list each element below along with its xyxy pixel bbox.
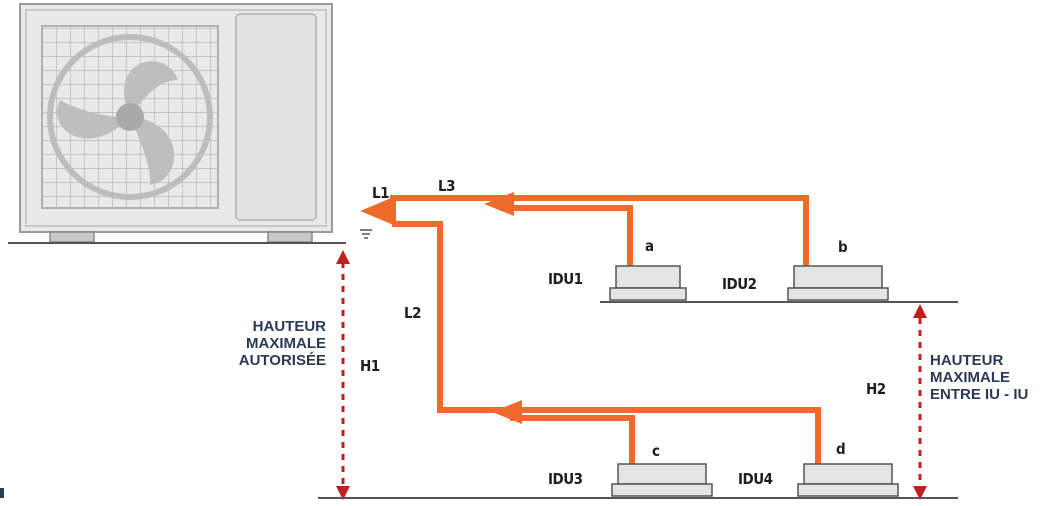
height-dimension-h1 <box>336 250 350 500</box>
fan-grille <box>41 25 219 209</box>
label-idu3: IDU3 <box>548 470 583 488</box>
label-h1: H1 <box>360 357 380 375</box>
label-l2: L2 <box>404 304 422 322</box>
fan-blades-icon <box>57 61 178 185</box>
label-b: b <box>838 238 848 256</box>
pipe-l3-to-idu2 <box>390 195 809 268</box>
indoor-unit-idu4 <box>797 463 899 497</box>
pipe-arrows <box>360 192 522 424</box>
ground-symbol-icon <box>360 229 372 239</box>
caption-max-height-between-units: HAUTEUR MAXIMALE ENTRE IU - IU <box>930 352 1029 403</box>
label-l1: L1 <box>372 184 390 202</box>
corner-mark <box>0 488 4 498</box>
label-l3: L3 <box>438 177 456 195</box>
label-d: d <box>836 440 846 458</box>
label-h2: H2 <box>866 380 886 398</box>
pipe-branch-idu1 <box>500 205 633 268</box>
outdoor-unit <box>19 3 333 243</box>
indoor-unit-idu1 <box>609 265 687 301</box>
refrigerant-pipes <box>390 195 821 466</box>
pipe-l2-to-idu4 <box>392 221 821 466</box>
label-c: c <box>652 442 660 460</box>
label-idu2: IDU2 <box>722 275 757 293</box>
pipe-branch-idu3 <box>510 415 635 466</box>
caption-max-height-allowed: HAUTEUR MAXIMALE AUTORISÉE <box>238 318 326 369</box>
indoor-unit-idu3 <box>611 463 713 497</box>
arrow-l1-icon <box>360 196 396 226</box>
indoor-unit-idu2 <box>787 265 889 301</box>
label-idu4: IDU4 <box>738 470 773 488</box>
label-idu1: IDU1 <box>548 270 583 288</box>
arrow-lower-branch-icon <box>492 400 522 424</box>
height-dimension-h2 <box>913 304 927 500</box>
label-a: a <box>645 237 654 255</box>
arrow-upper-branch-icon <box>484 192 514 216</box>
